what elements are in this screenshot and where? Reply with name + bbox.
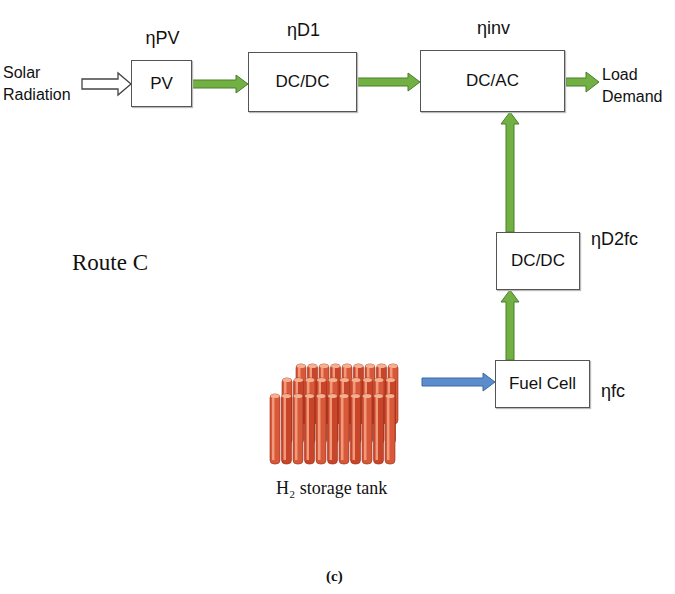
efficiency-label: ηPV: [145, 28, 179, 49]
process-box: DC/DCηD2fc: [496, 232, 580, 290]
box-label: PV: [150, 74, 173, 94]
flow-arrow: [501, 112, 519, 232]
annotation-label: Solar Radiation: [3, 62, 81, 105]
box-label: DC/AC: [466, 71, 519, 91]
annotation-label: Load Demand: [602, 64, 674, 107]
flow-arrow: [501, 290, 519, 360]
flow-arrow: [192, 75, 248, 93]
tank-label: H₂ storage tank: [276, 478, 387, 499]
hydrogen-tank-illustration: [266, 356, 406, 471]
solar-arrow: [82, 73, 131, 95]
tank-node: H₂ storage tank: [262, 352, 422, 504]
box-label: Fuel Cell: [509, 374, 576, 394]
flow-arrow: [422, 373, 495, 391]
process-box: DC/ACηinv: [420, 50, 565, 112]
process-box: PVηPV: [131, 60, 192, 107]
efficiency-label: ηinv: [477, 18, 510, 39]
efficiency-label: ηfc: [601, 381, 625, 402]
flow-arrow: [357, 73, 420, 91]
efficiency-label: ηD2fc: [591, 229, 638, 250]
efficiency-label: ηD1: [287, 20, 320, 41]
box-label: DC/DC: [511, 251, 565, 271]
process-box: Fuel Cellηfc: [495, 360, 590, 408]
load-arrow: [566, 72, 599, 92]
box-label: DC/DC: [276, 72, 330, 92]
process-box: DC/DCηD1: [248, 52, 357, 112]
annotation-label: Route C: [72, 250, 148, 276]
annotation-label: (c): [326, 568, 343, 585]
